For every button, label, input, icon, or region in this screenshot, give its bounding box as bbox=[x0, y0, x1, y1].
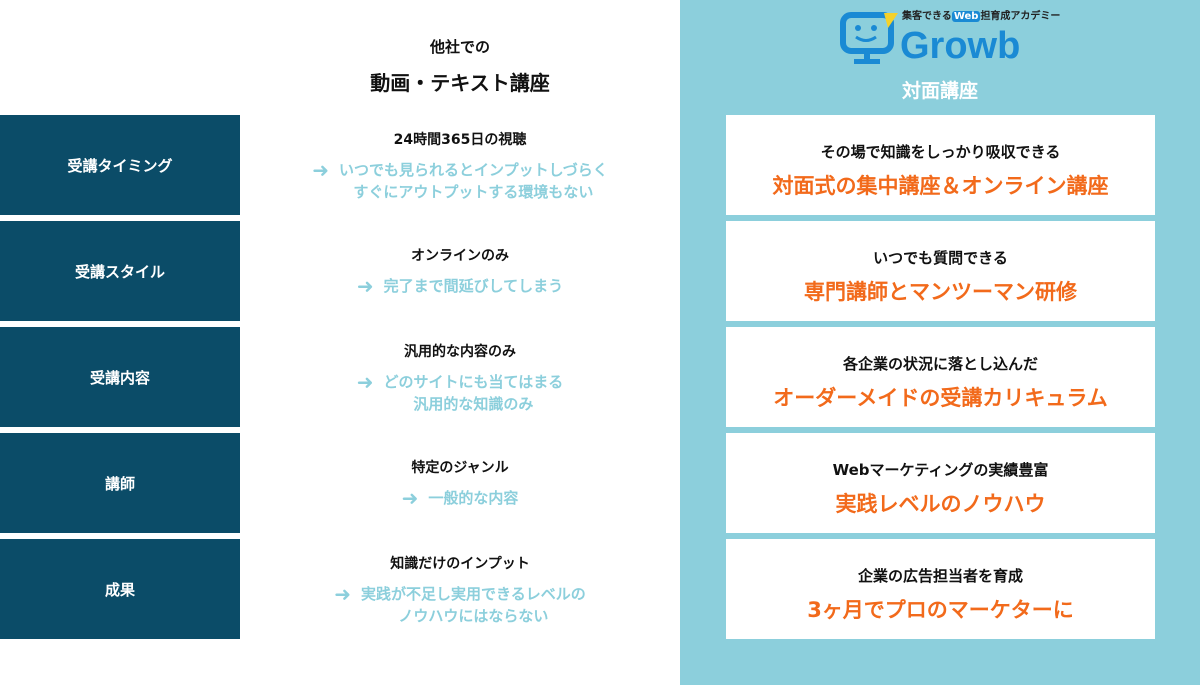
other-title: 動画・テキスト講座 bbox=[370, 71, 550, 95]
table-row: 受講内容 汎用的な内容のみ ➜ どのサイトにも当てはまる汎用的な知識のみ 各企業の… bbox=[0, 327, 1200, 427]
other-cell: 24時間365日の視聴 ➜ いつでも見られるとインプットしづらくすぐにアウトプット… bbox=[240, 129, 680, 203]
logo-name: Growb bbox=[900, 25, 1021, 67]
growb-main: 3ヶ月でプロのマーケターに bbox=[807, 598, 1074, 622]
tagline-pre: 集客できる bbox=[902, 11, 952, 22]
other-head: オンラインのみ bbox=[411, 248, 509, 264]
growb-card: Webマーケティングの実績豊富 実践レベルのノウハウ bbox=[726, 433, 1155, 533]
growb-head: いつでも質問できる bbox=[873, 249, 1008, 267]
tagline-post: 担育成アカデミー bbox=[980, 11, 1061, 22]
other-desc-line: すぐにアウトプットする環境もない bbox=[353, 183, 594, 201]
other-desc-line: 完了まで間延びしてしまう bbox=[383, 277, 564, 295]
other-desc-line: 一般的な内容 bbox=[428, 489, 519, 507]
table-row: 受講タイミング 24時間365日の視聴 ➜ いつでも見られるとインプットしづらくす… bbox=[0, 115, 1200, 215]
other-head: 特定のジャンル bbox=[411, 460, 509, 476]
growb-head: 各企業の状況に落とし込んだ bbox=[842, 355, 1038, 373]
row-label: 受講タイミング bbox=[0, 115, 240, 215]
arrow-right-icon: ➜ bbox=[334, 582, 352, 606]
other-desc-line: どのサイトにも当てはまる bbox=[383, 373, 564, 391]
growb-head: その場で知識をしっかり吸収できる bbox=[820, 143, 1061, 161]
other-desc-line: いつでも見られるとインプットしづらく bbox=[339, 161, 608, 179]
other-head: 24時間365日の視聴 bbox=[393, 132, 527, 148]
growb-main: 専門講師とマンツーマン研修 bbox=[804, 280, 1077, 304]
other-header: 他社での 動画・テキスト講座 bbox=[240, 36, 680, 96]
growb-head: Webマーケティングの実績豊富 bbox=[832, 461, 1049, 479]
row-label: 成果 bbox=[0, 539, 240, 639]
other-cell: オンラインのみ ➜ 完了まで間延びしてしまう bbox=[240, 245, 680, 297]
other-desc-line: ノウハウにはならない bbox=[398, 607, 549, 625]
other-cell: 汎用的な内容のみ ➜ どのサイトにも当てはまる汎用的な知識のみ bbox=[240, 341, 680, 415]
tagline-web: Web bbox=[951, 11, 981, 22]
growb-main: 実践レベルのノウハウ bbox=[835, 492, 1046, 516]
arrow-right-icon: ➜ bbox=[312, 158, 330, 182]
row-label: 講師 bbox=[0, 433, 240, 533]
arrow-right-icon: ➜ bbox=[401, 486, 419, 510]
arrow-right-icon: ➜ bbox=[356, 274, 374, 298]
row-label: 受講内容 bbox=[0, 327, 240, 427]
other-desc-line: 実践が不足し実用できるレベルの bbox=[361, 585, 586, 603]
other-desc-line: 汎用的な知識のみ bbox=[413, 395, 534, 413]
growb-card: 各企業の状況に落とし込んだ オーダーメイドの受講カリキュラム bbox=[726, 327, 1155, 427]
growb-card: 企業の広告担当者を育成 3ヶ月でプロのマーケターに bbox=[726, 539, 1155, 639]
monitor-face-icon bbox=[840, 12, 898, 64]
table-row: 成果 知識だけのインプット ➜ 実践が不足し実用できるレベルのノウハウにはならない… bbox=[0, 539, 1200, 639]
other-cell: 知識だけのインプット ➜ 実践が不足し実用できるレベルのノウハウにはならない bbox=[240, 553, 680, 627]
other-subtitle: 他社での bbox=[429, 38, 490, 56]
other-head: 知識だけのインプット bbox=[390, 556, 530, 572]
growb-main: 対面式の集中講座＆オンライン講座 bbox=[772, 174, 1109, 198]
growb-main: オーダーメイドの受講カリキュラム bbox=[773, 386, 1108, 410]
growb-card: その場で知識をしっかり吸収できる 対面式の集中講座＆オンライン講座 bbox=[726, 115, 1155, 215]
growb-head: 企業の広告担当者を育成 bbox=[857, 567, 1023, 585]
table-row: 受講スタイル オンラインのみ ➜ 完了まで間延びしてしまう いつでも質問できる 専… bbox=[0, 221, 1200, 321]
growb-card: いつでも質問できる 専門講師とマンツーマン研修 bbox=[726, 221, 1155, 321]
other-cell: 特定のジャンル ➜ 一般的な内容 bbox=[240, 457, 680, 509]
row-label: 受講スタイル bbox=[0, 221, 240, 321]
table-row: 講師 特定のジャンル ➜ 一般的な内容 Webマーケティングの実績豊富 実践レベル… bbox=[0, 433, 1200, 533]
arrow-right-icon: ➜ bbox=[356, 370, 374, 394]
other-head: 汎用的な内容のみ bbox=[404, 344, 516, 360]
panel-title: 対面講座 bbox=[901, 80, 978, 102]
